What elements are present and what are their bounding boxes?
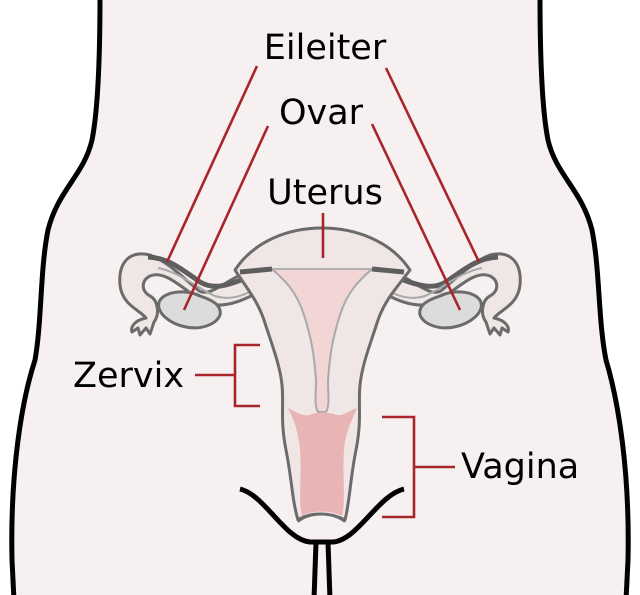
inner-thigh-left — [311, 541, 319, 595]
label-vagina: Vagina — [461, 447, 579, 487]
label-uterus: Uterus — [267, 173, 383, 213]
inner-thigh-right — [325, 541, 333, 595]
vaginal-canal — [288, 408, 357, 516]
vaginal-opening — [297, 513, 346, 523]
pelvic-floor-outline — [239, 486, 405, 545]
eileiter-leader-left — [165, 65, 259, 263]
label-zervix: Zervix — [73, 356, 184, 396]
ovar-leader-left — [182, 125, 270, 311]
label-eileiter: Eileiter — [264, 28, 387, 68]
label-ovar: Ovar — [279, 93, 364, 133]
ovar-leader-right — [370, 123, 462, 311]
left-ovary — [157, 290, 222, 330]
eileiter-leader-right — [384, 67, 481, 263]
uterine-cavity — [269, 268, 375, 413]
